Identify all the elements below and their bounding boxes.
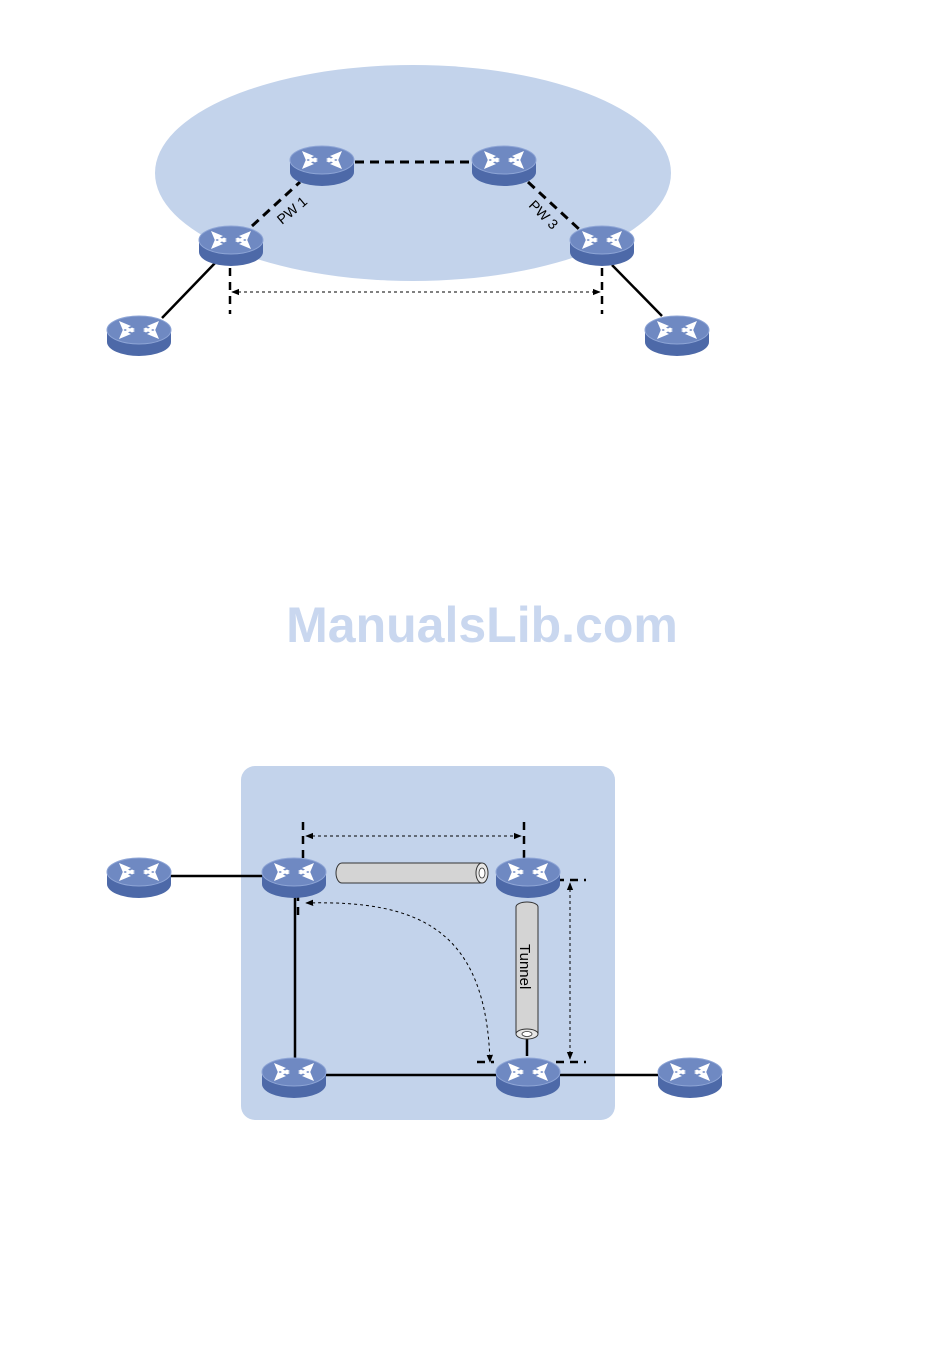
router-icon (472, 146, 536, 186)
link-right-pe-ce (612, 265, 662, 316)
router-icon (107, 858, 171, 898)
tunnel-horizontal (336, 863, 488, 883)
router-icon (107, 316, 171, 356)
router-icon (199, 226, 263, 266)
router-icon (290, 146, 354, 186)
router-icon (658, 1058, 722, 1098)
tunnel-label: Tunnel (516, 944, 533, 989)
link-left-ce-pe (162, 262, 216, 318)
router-icon (645, 316, 709, 356)
router-icon (496, 1058, 560, 1098)
top-diagram: PW 1 PW 3 (107, 65, 709, 356)
bottom-diagram: Tunnel (107, 766, 722, 1120)
router-icon (570, 226, 634, 266)
router-icon (496, 858, 560, 898)
watermark: ManualsLib.com (286, 597, 678, 653)
router-icon (262, 858, 326, 898)
router-icon (262, 1058, 326, 1098)
